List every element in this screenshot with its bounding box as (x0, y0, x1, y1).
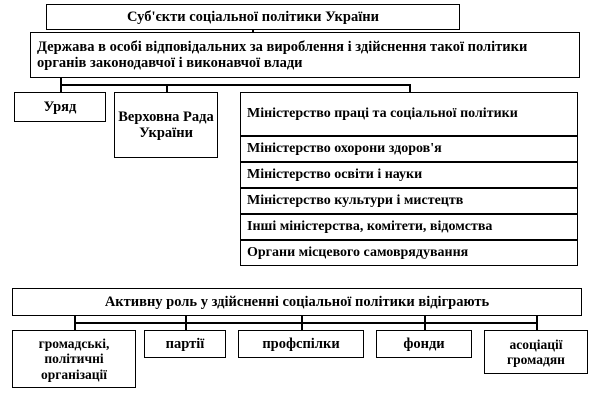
ministry-box-education-science: Міністерство освіти і науки (240, 162, 578, 188)
ministry-label: Міністерство освіти і науки (247, 167, 423, 183)
connector-actor-assoc (536, 316, 538, 330)
ministry-label: Міністерство праці та соціальної політик… (247, 106, 518, 122)
actor-label: асоціації громадян (507, 336, 565, 367)
actor-box-trade-unions: профспілки (238, 330, 364, 358)
actor-label: партії (165, 335, 205, 352)
connector-actor-union (301, 316, 303, 330)
connector-actor-fund (424, 316, 426, 330)
diagram-title-label: Суб'єкти соціальної політики України (127, 8, 379, 25)
ministry-box-other: Інші міністерства, комітети, відомства (240, 214, 578, 240)
actor-label: фонди (403, 335, 445, 352)
ministry-label: Міністерство охорони здоров'я (247, 141, 442, 157)
ministry-label: Інші міністерства, комітети, відомства (247, 219, 493, 235)
connector-actor-org (74, 316, 76, 330)
actor-box-parties: партії (144, 330, 226, 358)
verkhovna-rada-label: Верховна Рада України (118, 108, 214, 141)
government-box: Уряд (14, 92, 106, 122)
connector-actor-bus (74, 322, 536, 324)
ministry-box-labour-social: Міністерство праці та соціальної політик… (240, 92, 578, 136)
verkhovna-rada-box: Верховна Рада України (114, 92, 218, 158)
state-authority-label: Держава в особі відповідальних за виробл… (37, 38, 528, 71)
actor-label: профспілки (262, 335, 340, 352)
connector-actor-party (185, 316, 187, 330)
active-role-box: Активну роль у здійсненні соціальної пол… (12, 288, 582, 316)
ministry-label: Органи місцевого самоврядування (247, 245, 469, 261)
active-role-label: Активну роль у здійсненні соціальної пол… (104, 293, 490, 310)
actor-box-public-political-organizations: громадські, політичні організації (12, 330, 136, 388)
diagram-title-box: Суб'єкти соціальної політики України (46, 4, 460, 30)
actor-label: громадські, політичні організації (38, 336, 110, 382)
government-label: Уряд (43, 98, 77, 115)
ministry-box-local-government: Органи місцевого самоврядування (240, 240, 578, 266)
state-authority-box: Держава в особі відповідальних за виробл… (30, 32, 580, 78)
connector-branch-rada (166, 84, 168, 92)
ministry-box-culture-arts: Міністерство культури і мистецтв (240, 188, 578, 214)
ministry-label: Міністерство культури і мистецтв (247, 193, 464, 209)
ministry-box-health: Міністерство охорони здоров'я (240, 136, 578, 162)
connector-branch-ministries (409, 84, 411, 92)
actor-box-funds: фонди (376, 330, 472, 358)
connector-title-state (252, 30, 254, 32)
actor-box-citizen-associations: асоціації громадян (484, 330, 588, 374)
connector-branch-bus (60, 84, 410, 86)
